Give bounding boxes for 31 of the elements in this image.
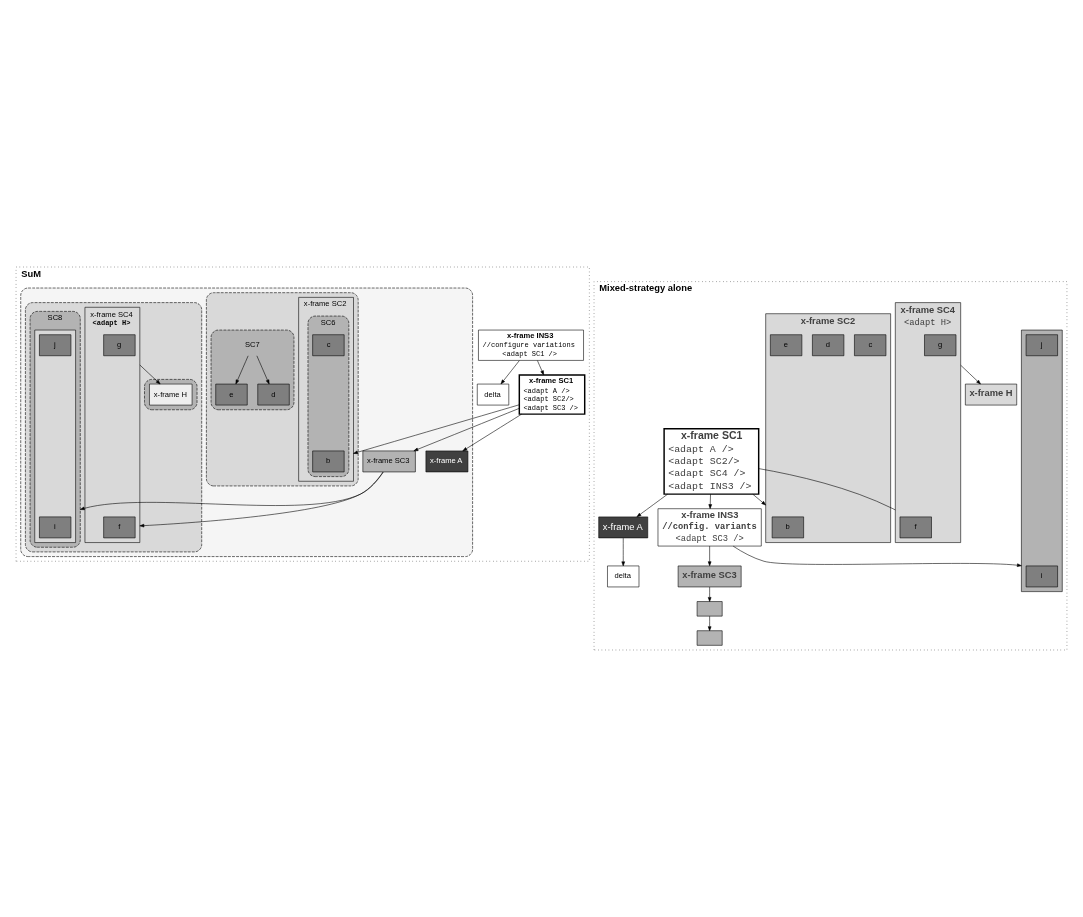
arrow [80, 471, 384, 511]
arrow [139, 471, 384, 528]
arrow [413, 408, 520, 452]
arrow [707, 545, 712, 567]
arrow [960, 364, 981, 385]
arrow [636, 493, 668, 518]
cluster [25, 302, 202, 553]
cluster [1021, 329, 1063, 592]
node-box: x-frame SC1 <adapt A /> <adapt SC2/> <adapt SC4 /> <adapt INS3 /> [663, 428, 760, 495]
arrow [707, 615, 712, 631]
arrow [353, 404, 520, 454]
node-box [696, 630, 723, 646]
arrow [708, 493, 712, 509]
arrow [537, 360, 544, 376]
node-box [696, 601, 723, 617]
arrow [139, 364, 161, 385]
cluster [20, 287, 473, 557]
arrow [752, 493, 766, 506]
arrow [732, 545, 1022, 567]
connector [758, 468, 896, 511]
arrow [256, 355, 270, 385]
node-box: x-frame A [598, 516, 649, 539]
node-box: x-frame SC3 [677, 565, 742, 588]
node-box: x-frame H [965, 383, 1017, 406]
arrow [707, 586, 712, 602]
arrow [235, 355, 249, 385]
arrow [500, 360, 520, 385]
arrow [621, 537, 625, 567]
arrow [462, 413, 522, 452]
cluster [34, 329, 76, 543]
node-box: x-frame INS3 //config. variants <adapt SC3 /> [657, 508, 762, 547]
